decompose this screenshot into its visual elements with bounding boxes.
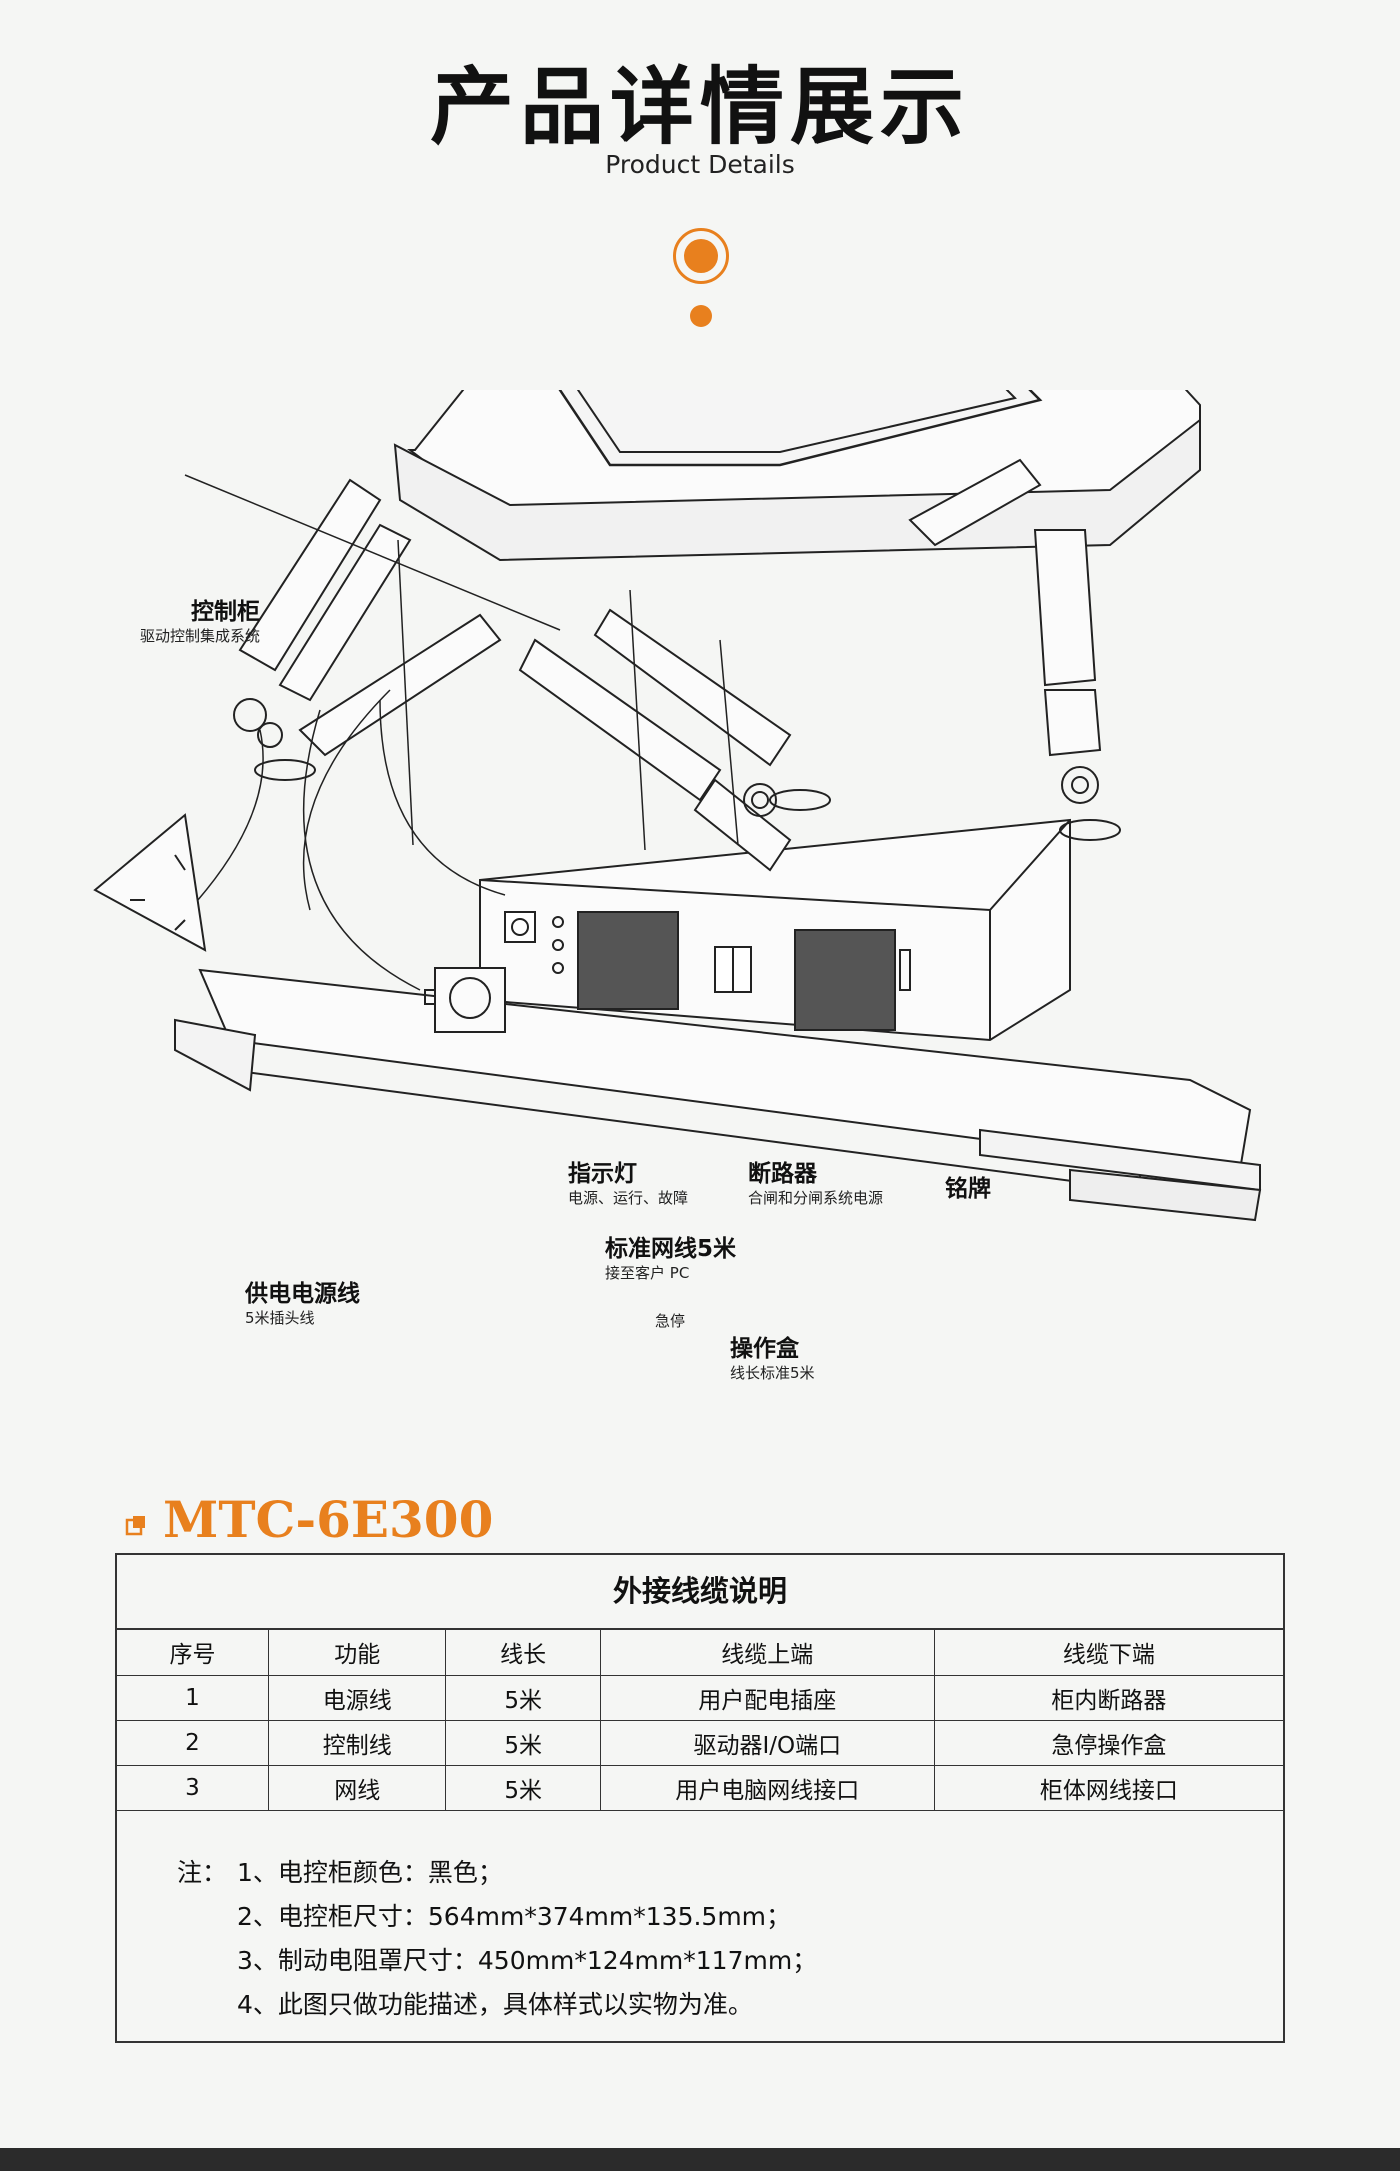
table-cell: 急停操作盒	[933, 1719, 1283, 1766]
ring-dot-icon	[673, 228, 729, 284]
table-row: 1 电源线 5米 用户配电插座 柜内断路器	[117, 1674, 1283, 1721]
callout-nameplate: 铭牌	[945, 1176, 991, 1202]
model-number: MTC-6E300	[163, 1490, 494, 1549]
table-title: 外接线缆说明	[117, 1555, 1283, 1630]
table-cell: 用户配电插座	[599, 1674, 935, 1721]
table-cell: 柜内断路器	[933, 1674, 1283, 1721]
small-dot-icon	[690, 305, 712, 327]
callout-control-cabinet: 控制柜 驱动控制集成系统	[139, 599, 260, 645]
actuators	[233, 458, 1121, 872]
control-cabinet-box	[479, 818, 1071, 1042]
table-header: 序号	[117, 1630, 269, 1676]
cable-table: 序号 功能 线长 线缆上端 线缆下端 1 电源线 5米 用户配电插座 柜内断路器…	[117, 1630, 1283, 1811]
page-title: 产品详情展示	[429, 58, 970, 156]
plug-triangle	[93, 813, 207, 952]
table-row: 2 控制线 5米 驱动器I/O端口 急停操作盒	[117, 1719, 1283, 1766]
table-header: 线长	[445, 1630, 601, 1676]
page-subtitle: Product Details	[605, 150, 795, 179]
estop-label: 急停	[655, 1312, 686, 1330]
op-box-drawing	[424, 967, 506, 1033]
notes: 注： 1、电控柜颜色：黑色； 2、电控柜尺寸：564mm*374mm*135.5m…	[117, 1811, 1283, 2027]
callout-network: 标准网线5米 接至客户 PC	[605, 1236, 737, 1282]
table-cell: 网线	[267, 1764, 447, 1811]
model-tag-icon	[125, 1516, 145, 1536]
table-header: 线缆上端	[599, 1630, 935, 1676]
note-item: 1、电控柜颜色：黑色；	[237, 1857, 503, 1887]
table-cell: 电源线	[267, 1674, 447, 1721]
table-cell: 5米	[445, 1674, 601, 1721]
notes-prefix: 注：	[177, 1857, 228, 1887]
table-cell: 2	[117, 1719, 269, 1766]
table-cell: 5米	[445, 1764, 601, 1811]
table-cell: 控制线	[267, 1719, 447, 1766]
table-cell: 3	[117, 1764, 269, 1811]
callout-breaker: 断路器 合闸和分闸系统电源	[748, 1161, 884, 1207]
cable-spec-box: 外接线缆说明 序号 功能 线长 线缆上端 线缆下端 1 电源线 5米 用户配电插…	[115, 1553, 1285, 2043]
note-item: 4、此图只做功能描述，具体样式以实物为准。	[237, 1989, 753, 2019]
table-cell: 柜体网线接口	[933, 1764, 1283, 1811]
table-cell: 1	[117, 1674, 269, 1721]
table-header: 功能	[267, 1630, 447, 1676]
table-cell: 5米	[445, 1719, 601, 1766]
platform-drawing	[93, 390, 1262, 1222]
table-header: 线缆下端	[933, 1630, 1283, 1676]
note-item: 2、电控柜尺寸：564mm*374mm*135.5mm；	[237, 1901, 792, 1931]
callout-op-box: 操作盒 线长标准5米	[730, 1336, 815, 1382]
note-item: 3、制动电阻罩尺寸：450mm*124mm*117mm；	[237, 1945, 818, 1975]
table-cell: 驱动器I/O端口	[599, 1719, 935, 1766]
callout-power-cable: 供电电源线 5米插头线	[245, 1281, 360, 1327]
bottom-bar	[0, 2148, 1400, 2171]
callout-indicator: 指示灯 电源、运行、故障	[568, 1161, 689, 1207]
table-row: 3 网线 5米 用户电脑网线接口 柜体网线接口	[117, 1764, 1283, 1811]
table-cell: 用户电脑网线接口	[599, 1764, 935, 1811]
table-header-row: 序号 功能 线长 线缆上端 线缆下端	[117, 1630, 1283, 1676]
